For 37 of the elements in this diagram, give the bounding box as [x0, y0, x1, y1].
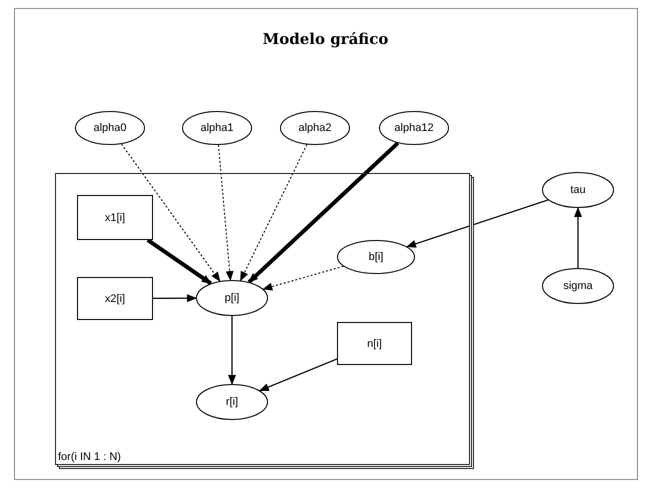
node-label: tau	[570, 184, 586, 196]
ellipse-node	[542, 172, 614, 208]
arrow	[406, 199, 548, 248]
node-label: x2[i]	[104, 292, 126, 304]
constant-box	[337, 322, 412, 365]
arrow	[574, 207, 582, 268]
node-label: r[i]	[226, 396, 238, 408]
arrow	[121, 144, 220, 282]
node-label: n[i]	[367, 338, 382, 350]
ellipse-node	[379, 111, 449, 145]
ellipse-node	[280, 111, 350, 145]
arrow	[146, 238, 212, 286]
arrow	[228, 316, 236, 385]
node-label: alpha2	[298, 122, 332, 134]
node-label: alpha1	[200, 122, 234, 134]
node-label: alpha0	[93, 122, 127, 134]
arrow	[258, 358, 338, 392]
node-label: b[i]	[368, 251, 384, 263]
ellipse-node	[542, 268, 614, 304]
arrow	[240, 144, 308, 282]
ellipse-node	[196, 280, 268, 316]
node-label: p[i]	[224, 292, 240, 304]
arrow	[262, 266, 344, 290]
arrow	[153, 294, 197, 302]
node-label: alpha12	[394, 122, 434, 134]
diagram-title: Modelo gráfico	[262, 30, 390, 48]
plate-label: for(i IN 1 : N)	[58, 451, 121, 463]
node-label: x1[i]	[104, 212, 126, 224]
ellipse-node	[337, 240, 415, 274]
node-label: sigma	[563, 280, 593, 292]
constant-box	[77, 195, 153, 240]
ellipse-node	[75, 111, 145, 145]
constant-box	[77, 277, 153, 320]
ellipse-node	[182, 111, 252, 145]
ellipse-node	[196, 384, 268, 420]
arrow	[248, 142, 400, 284]
arrow	[218, 144, 234, 282]
